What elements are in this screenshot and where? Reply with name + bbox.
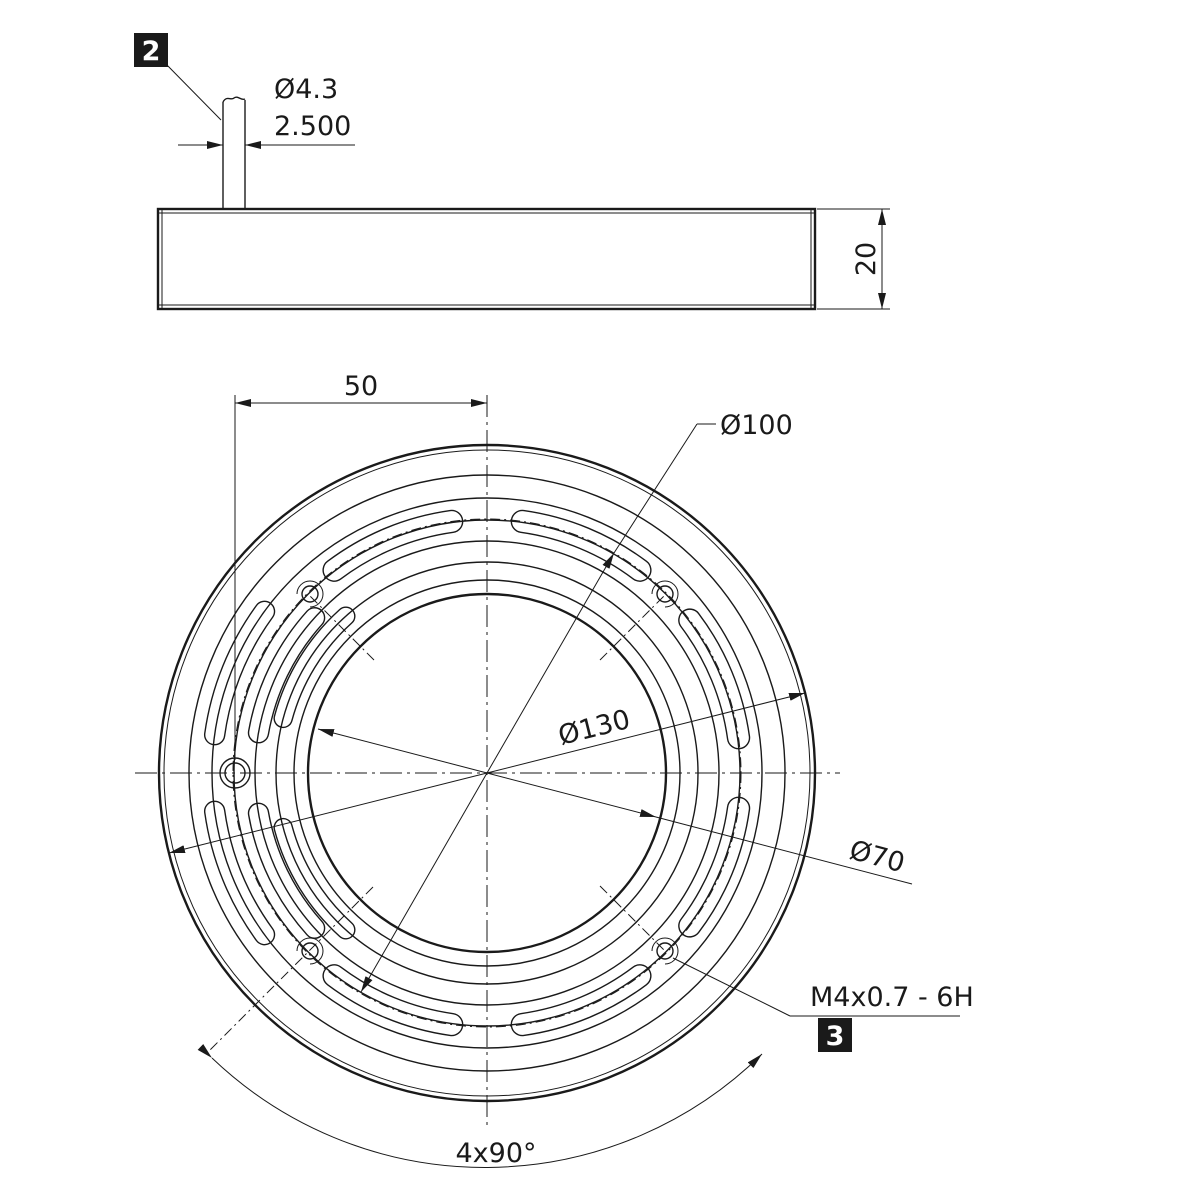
pin-diameter-label: Ø4.3 [274,74,338,105]
angle-label: 4x90° [455,1138,536,1169]
callout-tag-2: 2 [134,33,222,121]
slot [322,509,464,582]
slot [678,608,751,750]
diameter-100-dimension [360,423,716,993]
diameter-100-label: Ø100 [720,410,793,441]
threaded-hole [656,585,674,603]
diameter-70-label: Ø70 [846,835,908,879]
diagonal-centerline-1 [209,886,374,1051]
slots [204,509,751,1037]
height-dimension [817,208,890,310]
slot [204,600,276,746]
slot [247,607,326,744]
side-view-body [156,207,817,311]
inner-bore [306,592,668,954]
threaded-hole [301,942,319,960]
threaded-holes [296,580,679,965]
offset-50-dimension [234,395,487,760]
thread-callout [672,957,960,1017]
svg-text:2: 2 [142,36,161,67]
angle-dimension [197,1044,763,1168]
front-view: 50 Ø100 Ø130 Ø70 M4x0.7 - 6H [135,371,974,1169]
slot [247,802,326,939]
threaded-hole [301,585,319,603]
slot [273,817,356,940]
bolt-circle [232,518,742,1028]
thread-label: M4x0.7 - 6H [810,982,974,1013]
outer-rim [157,443,817,1103]
diameter-130-dimension [168,692,806,854]
slot [678,796,751,938]
svg-text:3: 3 [826,1021,845,1052]
diameter-130-label: Ø130 [555,704,633,752]
offset-50-label: 50 [344,371,378,402]
slot [204,800,276,946]
callout-tag-3: 3 [818,1018,852,1052]
slot [322,964,464,1037]
threaded-hole [656,942,674,960]
diameter-70-dimension [317,728,913,885]
diagonal-centerline-2 [599,594,666,661]
slot [510,964,652,1037]
pin [222,96,246,209]
slot [273,606,356,729]
pin-length-label: 2.500 [274,111,351,142]
height-label: 20 [851,242,882,276]
slot [510,509,652,582]
side-view: Ø4.3 2.500 2 20 [134,33,890,311]
